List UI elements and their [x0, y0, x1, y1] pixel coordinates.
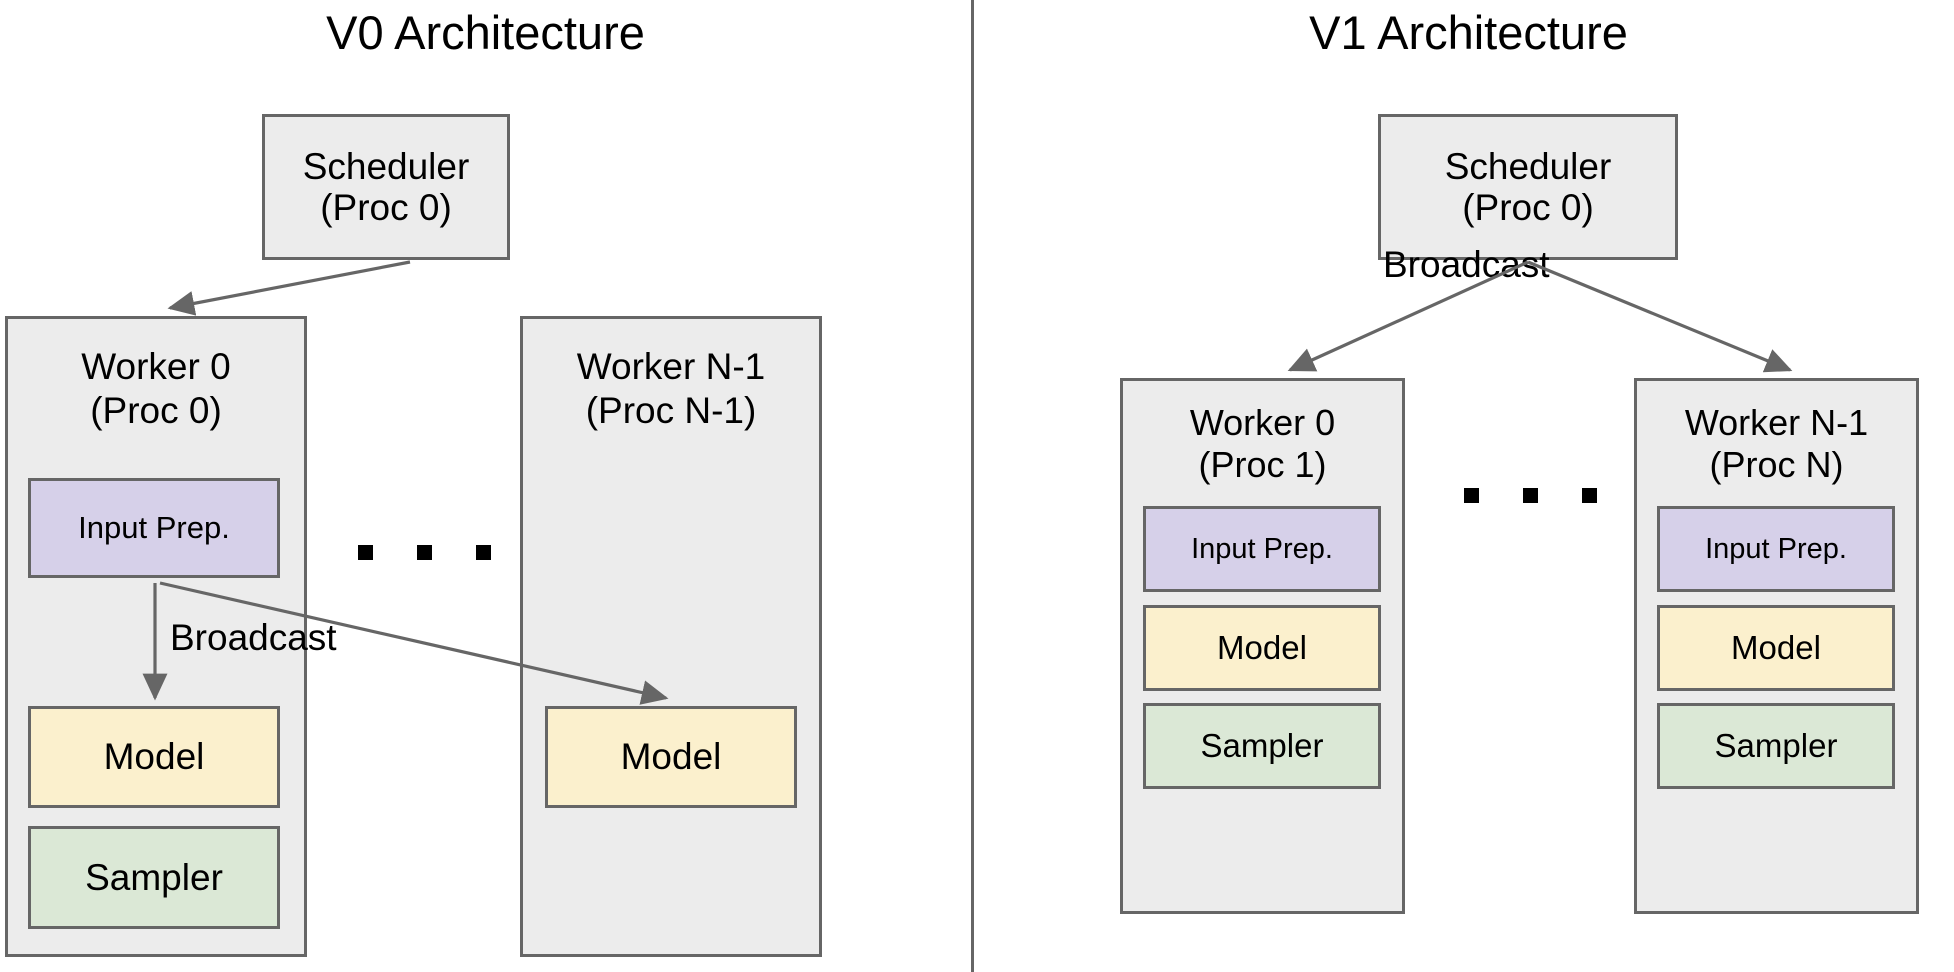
v0-worker-0-model-box: Model — [28, 706, 280, 808]
panel-title-v0: V0 Architecture — [326, 6, 645, 59]
v1-worker-n-label-line1: Worker N-1 — [1684, 402, 1869, 443]
v0-ellipsis — [358, 545, 491, 560]
v1-worker-0-model-box: Model — [1143, 605, 1381, 691]
v0-worker-0-label-line2: (Proc 0) — [90, 390, 222, 431]
v1-scheduler-box: Scheduler (Proc 0) — [1378, 114, 1678, 260]
v1-worker-n-model-box: Model — [1657, 605, 1895, 691]
v0-worker-n-model-label: Model — [620, 736, 722, 778]
v1-worker-n-input-prep-box: Input Prep. — [1657, 506, 1895, 592]
v1-worker-0-model-label: Model — [1217, 628, 1307, 666]
v1-ellipsis-dot-1 — [1464, 488, 1479, 503]
v1-worker-0-sampler-box: Sampler — [1143, 703, 1381, 789]
v1-worker-n-sampler-box: Sampler — [1657, 703, 1895, 789]
v1-scheduler-line2: (Proc 0) — [1462, 187, 1594, 228]
v1-worker-0-label-line2: (Proc 1) — [1198, 444, 1327, 485]
v0-broadcast-label: Broadcast — [170, 617, 337, 658]
v1-worker-n-model-label: Model — [1731, 628, 1821, 666]
v0-worker-n-model-box: Model — [545, 706, 797, 808]
v1-worker-0-sampler-label: Sampler — [1200, 726, 1324, 764]
v0-ellipsis-dot-2 — [417, 545, 432, 560]
v1-ellipsis — [1464, 488, 1597, 503]
v1-worker-n-sampler-label: Sampler — [1714, 726, 1838, 764]
v0-scheduler-line2: (Proc 0) — [320, 187, 452, 228]
panel-title-v1: V1 Architecture — [1309, 6, 1628, 59]
panel-v1-architecture: V1 Architecture Scheduler (Proc 0) Worke… — [983, 0, 1954, 972]
v1-worker-n-input-prep-label: Input Prep. — [1705, 532, 1847, 565]
v0-worker-0-sampler-label: Sampler — [85, 856, 223, 898]
v0-worker-0-label-line1: Worker 0 — [81, 346, 231, 387]
v0-worker-0-input-prep-label: Input Prep. — [78, 509, 230, 545]
panel-divider — [971, 0, 974, 972]
v0-scheduler-box: Scheduler (Proc 0) — [262, 114, 510, 260]
v1-worker-0-input-prep-label: Input Prep. — [1191, 532, 1333, 565]
v1-scheduler-line1: Scheduler — [1444, 145, 1612, 187]
v1-ellipsis-dot-2 — [1523, 488, 1538, 503]
v0-worker-n-label-line1: Worker N-1 — [576, 346, 766, 387]
v1-broadcast-label: Broadcast — [1383, 244, 1550, 285]
v1-worker-0-label-line1: Worker 0 — [1189, 402, 1336, 443]
v0-worker-n-label-line2: (Proc N-1) — [585, 390, 757, 431]
v0-ellipsis-dot-3 — [476, 545, 491, 560]
v0-ellipsis-dot-1 — [358, 545, 373, 560]
v1-ellipsis-dot-3 — [1582, 488, 1597, 503]
v0-scheduler-line1: Scheduler — [302, 145, 470, 187]
v0-worker-0-input-prep-box: Input Prep. — [28, 478, 280, 578]
v0-worker-n-container: Worker N-1 (Proc N-1) — [520, 316, 822, 957]
v1-worker-n-label-line2: (Proc N) — [1709, 444, 1844, 485]
v0-worker-0-model-label: Model — [103, 736, 205, 778]
panel-v0-architecture: V0 Architecture Scheduler (Proc 0) Worke… — [0, 0, 971, 972]
v0-worker-0-sampler-box: Sampler — [28, 826, 280, 929]
v1-worker-0-input-prep-box: Input Prep. — [1143, 506, 1381, 592]
